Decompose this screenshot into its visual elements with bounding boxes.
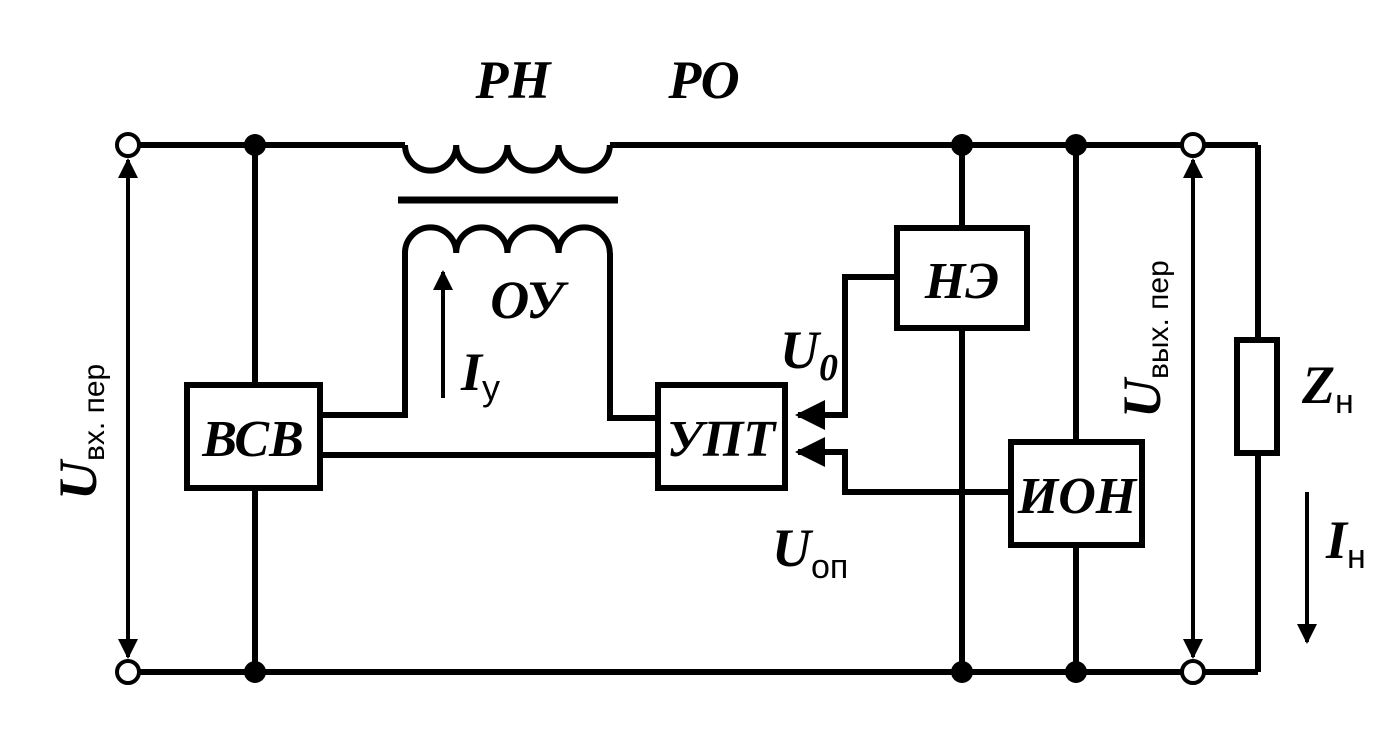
u0-feedback-wire	[795, 274, 897, 430]
ro-label: РО	[667, 50, 739, 110]
vsv-to-winding-wire	[320, 253, 408, 418]
iy-label: Iу	[460, 342, 500, 408]
ou-label: ОУ	[490, 270, 569, 330]
vsv-label: ВСВ	[201, 411, 304, 468]
load-resistor	[1234, 337, 1280, 456]
vsv-block: ВСВ	[184, 382, 323, 491]
u0-label: U0	[780, 320, 838, 389]
u-out-label: Uвых. пер	[1112, 260, 1175, 418]
ne-label: НЭ	[924, 253, 999, 310]
u-in-label: Uвх. пер	[48, 364, 111, 500]
winding-to-upt-wire	[607, 253, 658, 421]
zn-label: Zн	[1301, 355, 1354, 421]
upt-block: УПТ	[655, 382, 788, 491]
primary-winding	[402, 144, 613, 174]
ion-block: ИОН	[1008, 439, 1145, 548]
rn-label: РН	[475, 50, 553, 110]
uop-label: Uоп	[772, 518, 848, 586]
uop-reference-wire	[795, 437, 1011, 495]
terminals	[115, 132, 1206, 685]
ne-block: НЭ	[894, 225, 1030, 331]
in-label: Iн	[1325, 510, 1366, 576]
upt-label: УПТ	[667, 411, 778, 468]
junction-nodes	[244, 134, 1087, 683]
ion-label: ИОН	[1017, 468, 1138, 525]
control-winding	[402, 224, 613, 254]
